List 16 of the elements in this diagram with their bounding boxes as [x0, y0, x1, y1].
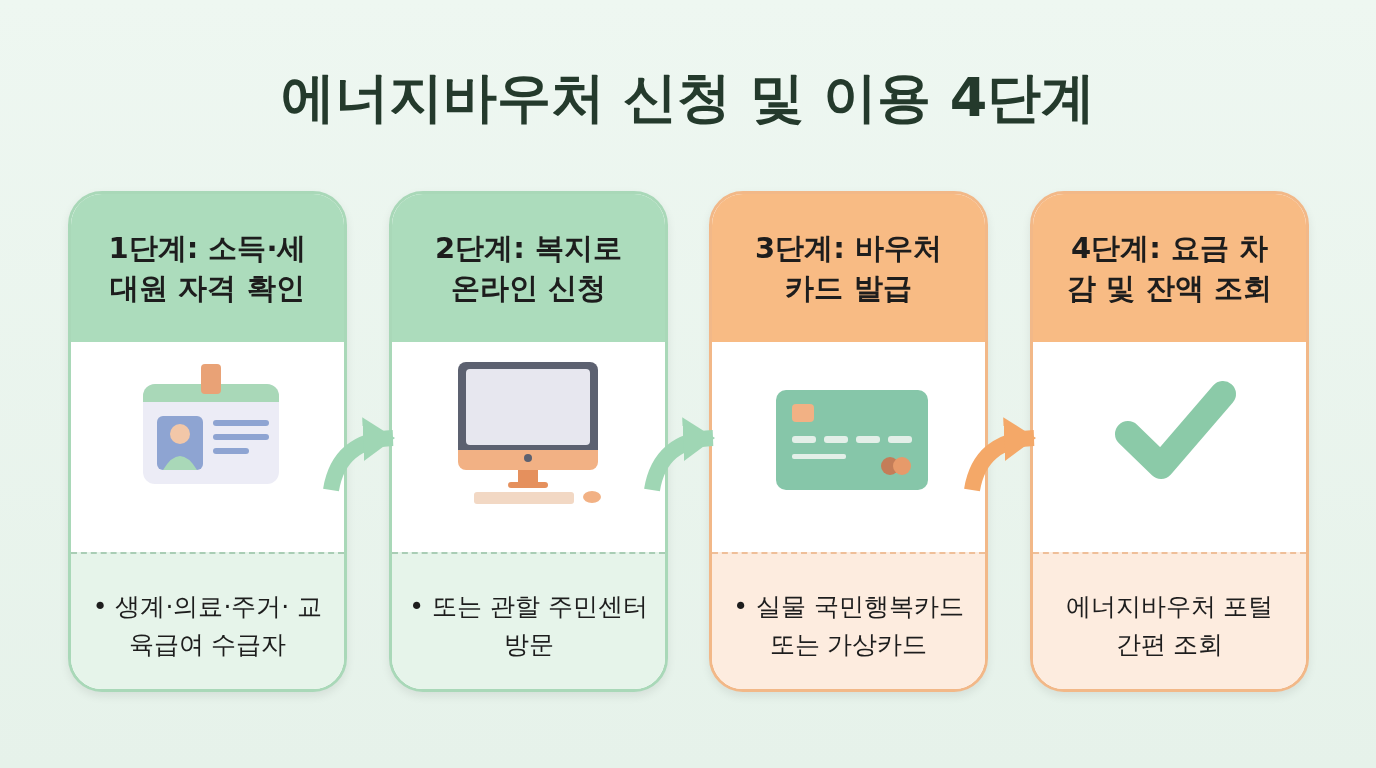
step-note: 에너지바우처 포털 간편 조회 — [1064, 590, 1275, 661]
curved-arrow — [644, 418, 715, 492]
step-heading: 2단계: 복지로 온라인 신청 — [434, 230, 623, 307]
curved-arrow — [964, 418, 1036, 492]
step-heading: 4단계: 요금 차감 및 잔액 조회 — [1066, 230, 1273, 307]
step-note: • 생계·의료·주거· 교육급여 수급자 — [91, 590, 324, 661]
step-card — [709, 191, 988, 692]
title: 에너지바우처 신청 및 이용 4단계 — [279, 65, 1097, 131]
step-heading: 1단계: 소득·세대원 자격 확인 — [107, 230, 308, 307]
step-card — [1030, 191, 1309, 692]
step-card — [68, 191, 347, 692]
step-heading: 3단계: 바우처 카드 발급 — [754, 230, 943, 307]
step-note: • 또는 관할 주민센터 방문 — [408, 590, 649, 661]
curved-arrow — [323, 418, 395, 492]
step-note: • 실물 국민행복카드 또는 가상카드 — [732, 590, 965, 661]
step-card — [389, 191, 668, 692]
